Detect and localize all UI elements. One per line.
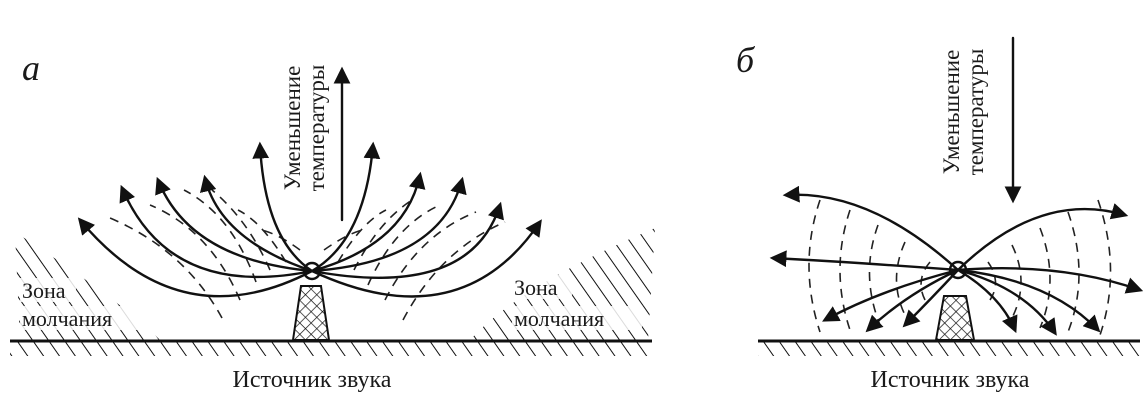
svg-text:Зона: Зона <box>22 278 66 303</box>
svg-text:молчания: молчания <box>22 306 112 331</box>
zone-label-right: Зона молчания <box>512 275 642 331</box>
svg-text:молчания: молчания <box>514 306 604 331</box>
svg-text:Зона: Зона <box>514 275 558 300</box>
temperature-label-a-line2: температуры <box>304 65 329 192</box>
zone-label-left: Зона молчания <box>20 278 148 331</box>
caption-a: Источник звука <box>233 367 392 393</box>
panel-letter-a: а <box>22 48 40 88</box>
tower-b <box>934 295 976 341</box>
rays-a <box>77 141 542 298</box>
temperature-label-b-line1: Уменьшение <box>939 50 964 175</box>
ground-hatch-a <box>10 342 652 356</box>
wavefronts-a <box>109 189 506 321</box>
temperature-label-b-line2: температуры <box>963 49 988 176</box>
panel-a: Уменьшение температуры а Зона молчания З… <box>10 48 655 393</box>
rays-b <box>769 185 1144 336</box>
panel-b: Уменьшение температуры б Источник звука <box>736 36 1144 393</box>
ground-hatch-b <box>758 342 1140 356</box>
temperature-label-a-line1: Уменьшение <box>280 66 305 191</box>
wavefronts-b <box>808 199 1112 336</box>
panel-letter-b: б <box>736 40 756 80</box>
caption-b: Источник звука <box>871 367 1030 393</box>
tower-a <box>291 285 331 341</box>
